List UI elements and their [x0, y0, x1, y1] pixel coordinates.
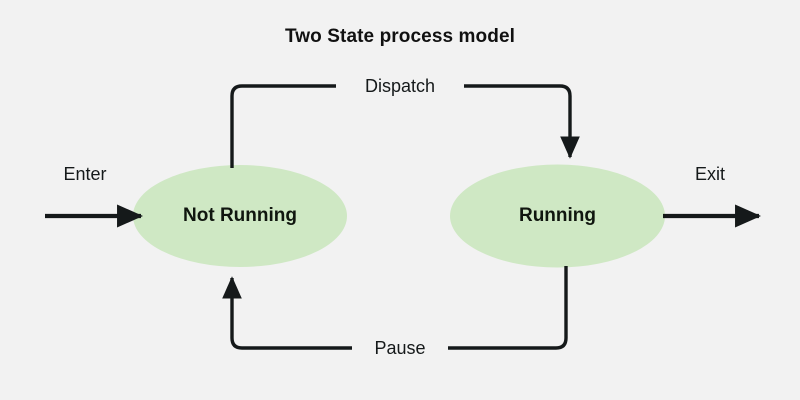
- state-node-running[interactable]: [450, 164, 665, 268]
- page-title: Two State process model: [284, 26, 515, 47]
- dispatch-transition-path: [230, 84, 580, 168]
- pause-transition-path: [222, 266, 568, 350]
- endpoint-label-exit: Exit: [694, 164, 725, 184]
- state-node-not-running[interactable]: [133, 165, 347, 267]
- transition-label-pause: Pause: [352, 338, 448, 358]
- endpoint-label-enter: Enter: [63, 164, 107, 184]
- state-label-running: Running: [518, 205, 597, 226]
- transition-label-dispatch: Dispatch: [336, 76, 464, 96]
- state-label-not-running: Not Running: [183, 205, 297, 226]
